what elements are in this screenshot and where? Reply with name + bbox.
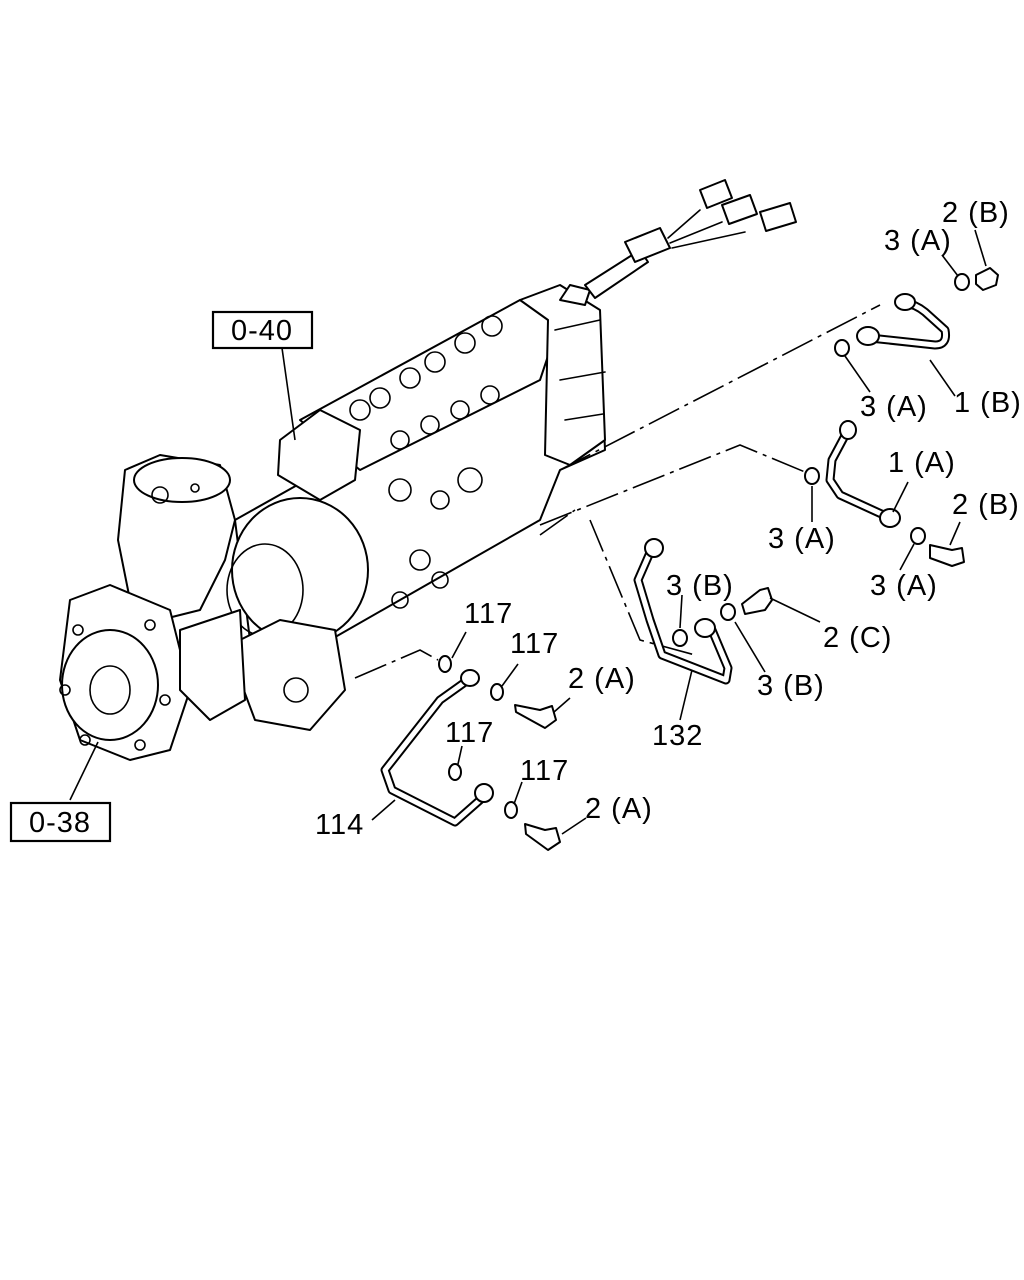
label-2b-right: 2 (B) — [952, 489, 1020, 521]
label-3a-bottom: 3 (A) — [870, 570, 938, 602]
label-2a-top: 2 (A) — [568, 663, 636, 695]
label-114: 114 — [315, 809, 364, 841]
washer-3a-bottom — [910, 527, 926, 545]
washer-117-d — [504, 801, 518, 819]
label-2c: 2 (C) — [823, 622, 892, 654]
bolt-2a-bottom — [524, 823, 561, 851]
label-1a: 1 (A) — [888, 447, 956, 479]
label-3a-left: 3 (A) — [768, 523, 836, 555]
label-3a-top: 3 (A) — [884, 225, 952, 257]
reference-lines — [354, 304, 881, 679]
label-117-d: 117 — [520, 755, 569, 787]
washer-117-b — [490, 683, 504, 701]
label-132: 132 — [652, 720, 703, 752]
label-117-a: 117 — [464, 598, 513, 630]
label-2b-top: 2 (B) — [942, 197, 1010, 229]
washer-3b-bottom — [720, 603, 736, 621]
leader-lines — [69, 229, 987, 835]
label-3b-bottom: 3 (B) — [757, 670, 825, 702]
washer-3a-mid — [834, 339, 850, 357]
washer-3a-left — [804, 467, 820, 485]
label-3a-mid: 3 (A) — [860, 391, 928, 423]
bolt-2b-right — [929, 544, 965, 567]
washer-3b-top — [672, 629, 688, 647]
pipe-114 — [380, 669, 494, 827]
label-3b-top: 3 (B) — [666, 570, 734, 602]
label-117-c: 117 — [445, 717, 494, 749]
pipe-1a — [825, 420, 901, 528]
ref-label-0-40: 0-40 — [231, 315, 293, 347]
ref-box-0-38[interactable]: 0-38 — [9, 801, 112, 843]
label-117-b: 117 — [510, 628, 559, 660]
pipe-1b — [856, 293, 950, 350]
ref-label-0-38: 0-38 — [29, 807, 91, 839]
bolt-2c — [741, 587, 773, 615]
pipe-132 — [633, 538, 733, 685]
injection-pump-assembly — [59, 179, 797, 761]
washer-117-c — [448, 763, 462, 781]
bolt-2b-top — [975, 267, 999, 291]
ref-box-0-40[interactable]: 0-40 — [211, 310, 314, 350]
label-1b: 1 (B) — [954, 387, 1022, 419]
bolt-2a-top — [514, 704, 557, 729]
label-2a-bottom: 2 (A) — [585, 793, 653, 825]
washer-117-a — [438, 655, 452, 673]
washer-3a-top — [954, 273, 970, 291]
